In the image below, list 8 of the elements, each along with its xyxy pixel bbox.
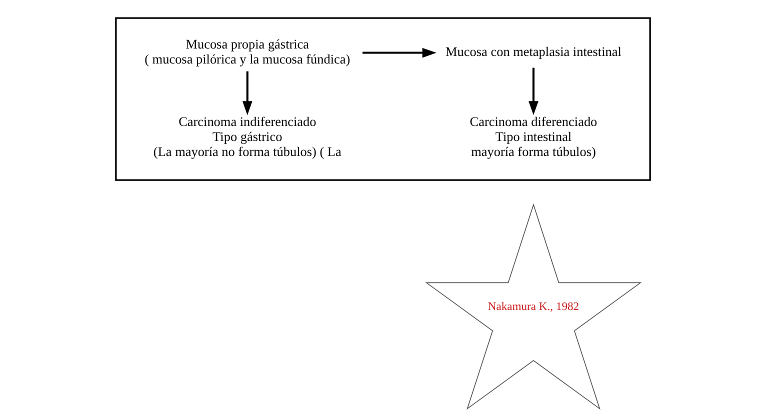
node-text: Mucosa propia gástrica ( mucosa pilórica y la mucosa fúndica)	[144, 36, 350, 66]
cluster	[115, 17, 651, 181]
arrow	[242, 71, 252, 116]
node-text: Mucosa con metaplasia intestinal	[446, 44, 622, 59]
arrow	[528, 68, 538, 116]
node-text: Carcinoma diferenciado Tipo intestinal mayoría forma túbulos)	[470, 114, 598, 159]
node-text: Carcinoma indiferenciado Tipo gástrico (La mayoría no forma túbulos) ( La	[153, 114, 342, 159]
arrow	[362, 48, 436, 58]
